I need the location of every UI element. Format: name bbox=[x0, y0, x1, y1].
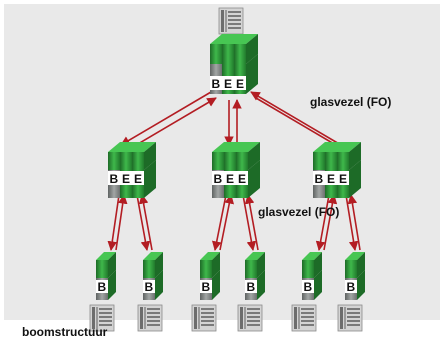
link-center-child1-a bbox=[211, 194, 227, 251]
link-left-child2-a bbox=[136, 194, 151, 251]
module-center-letter-e1: E bbox=[226, 172, 234, 186]
label-fiber-mid: glasvezel (FO) bbox=[258, 205, 339, 219]
small-module-6: B bbox=[345, 252, 365, 300]
fiber-links bbox=[107, 91, 361, 251]
module-bee-right: B E E bbox=[313, 142, 361, 198]
module-right-letter-e1: E bbox=[327, 172, 335, 186]
module-left-letter-e2: E bbox=[134, 172, 142, 186]
link-left-child2-b bbox=[138, 194, 153, 251]
plc-device-bottom-4 bbox=[237, 304, 263, 332]
module-left-letter-e1: E bbox=[122, 172, 130, 186]
small-module-3-letter: B bbox=[202, 280, 211, 294]
small-module-2: B bbox=[143, 252, 163, 300]
module-center-letter-e2: E bbox=[238, 172, 246, 186]
small-module-4-letter: B bbox=[247, 280, 256, 294]
link-left-child1-b bbox=[115, 194, 128, 251]
small-module-1-letter: B bbox=[98, 280, 107, 294]
module-left-letter-b: B bbox=[110, 172, 119, 186]
label-fiber-top: glasvezel (FO) bbox=[310, 95, 391, 109]
link-center-child2-b bbox=[244, 194, 259, 251]
plc-device-top bbox=[218, 7, 244, 35]
link-top-right-b bbox=[250, 91, 342, 146]
plc-device-bottom-2 bbox=[137, 304, 163, 332]
module-right-letter-e2: E bbox=[339, 172, 347, 186]
link-right-child2-b bbox=[347, 194, 361, 251]
small-module-3: B bbox=[200, 252, 220, 300]
link-right-child1-a bbox=[315, 194, 330, 251]
module-center-letter-b: B bbox=[214, 172, 223, 186]
plc-device-bottom-6 bbox=[337, 304, 363, 332]
link-left-child1-a bbox=[107, 194, 120, 251]
module-right-letter-b: B bbox=[315, 172, 324, 186]
link-center-child2-a bbox=[242, 194, 257, 251]
module-top-letter-e1: E bbox=[224, 77, 232, 91]
small-module-5-letter: B bbox=[304, 280, 313, 294]
small-module-4: B bbox=[245, 252, 265, 300]
module-top-letter-b: B bbox=[212, 77, 221, 91]
module-bee-left: B E E bbox=[108, 142, 156, 198]
module-bee-top: B E E bbox=[210, 34, 258, 94]
plc-device-bottom-3 bbox=[191, 304, 217, 332]
link-center-child1-b bbox=[219, 194, 235, 251]
small-module-5: B bbox=[302, 252, 322, 300]
link-right-child1-b bbox=[323, 194, 338, 251]
small-module-1: B bbox=[96, 252, 116, 300]
module-bee-center: B E E bbox=[212, 142, 260, 198]
small-module-2-letter: B bbox=[145, 280, 154, 294]
label-tree: boomstructuur bbox=[22, 325, 108, 339]
module-top-letter-e2: E bbox=[236, 77, 244, 91]
link-right-child2-a bbox=[345, 194, 359, 251]
small-module-6-letter: B bbox=[347, 280, 356, 294]
link-top-left-a bbox=[120, 91, 212, 146]
plc-device-bottom-5 bbox=[291, 304, 317, 332]
